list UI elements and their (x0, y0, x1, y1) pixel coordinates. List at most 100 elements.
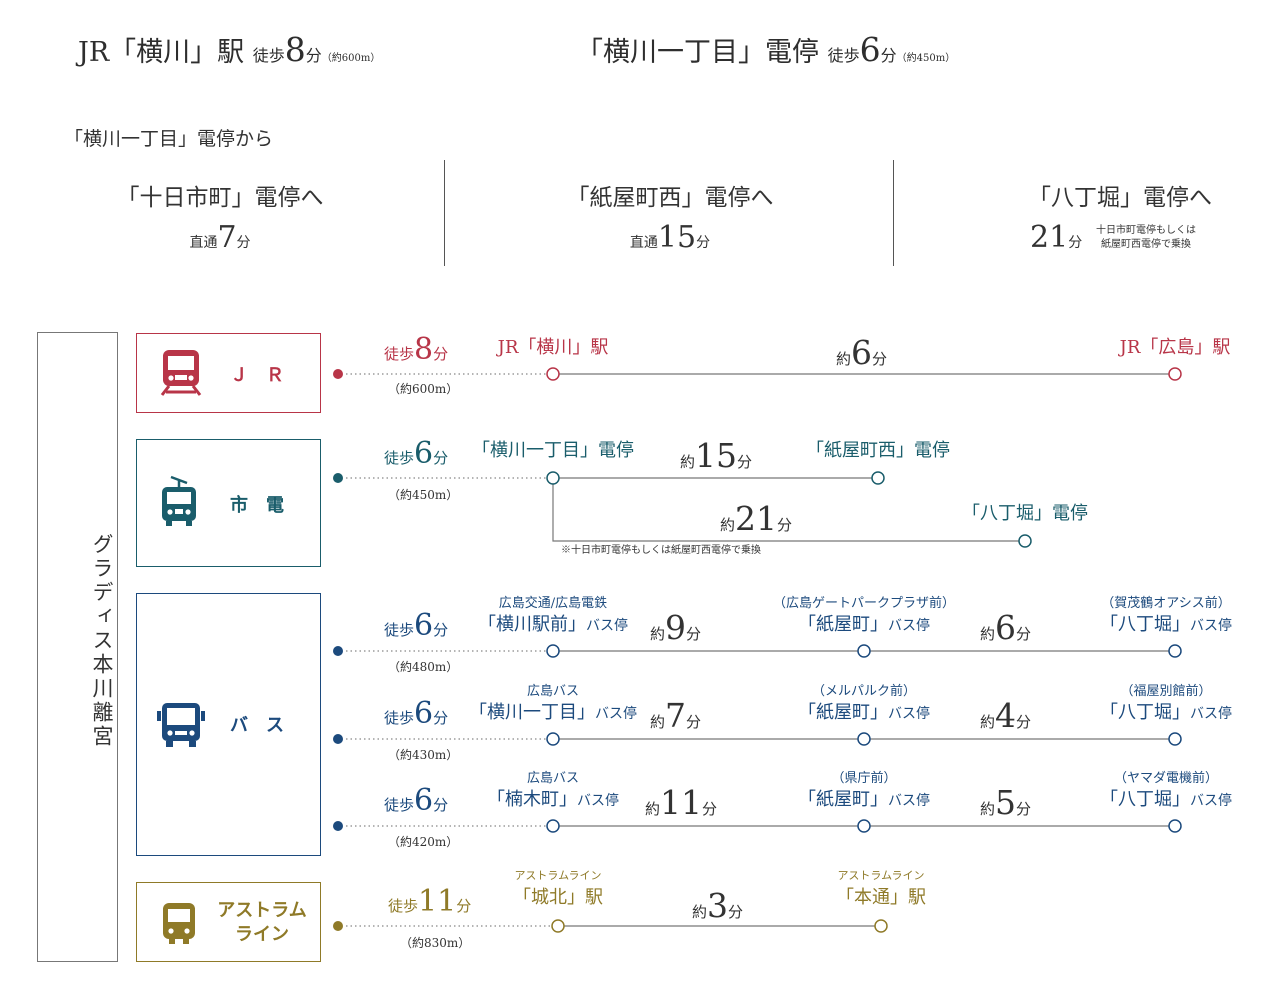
bus1-duration-1-unit: 分 (686, 625, 702, 643)
tram-duration-2-min: 21 (735, 499, 778, 538)
mode-astram-label-1: アストラム (217, 900, 307, 921)
jr-stop-2 (1168, 367, 1182, 381)
origin-label: グラディス本川離宮 (90, 533, 114, 749)
dest-3-note-1: 十日市町電停もしくは (1096, 225, 1196, 236)
bus2-duration-2: 約4分 (980, 696, 1031, 735)
bus1-stop-2-name: 「紙屋町」 (798, 614, 888, 635)
bus3-stop-1-name: 「楠木町」 (487, 789, 577, 810)
astram-operator-1: アストラムライン (514, 869, 602, 882)
tram-walk-unit: 分 (433, 449, 449, 467)
bus1-duration-2-prefix: 約 (980, 625, 996, 643)
bus3-operator-1: 広島バス (526, 771, 579, 786)
bus1-stop-2-suffix: バス停 (888, 618, 930, 634)
mode-bus-label: バ ス (230, 715, 284, 736)
bus3-duration-2: 約5分 (980, 783, 1031, 822)
bus2-operator-2: （メルパルク前） (811, 684, 916, 699)
bus3-duration-2-unit: 分 (1016, 800, 1032, 818)
tram-duration-2: 約21分 (720, 499, 792, 538)
astram-station-2: 「本通」駅 (836, 887, 926, 908)
astram-duration-prefix: 約 (692, 903, 708, 921)
bus2-walk-min: 6 (414, 696, 434, 731)
bus2-stop-2-name: 「紙屋町」 (798, 702, 888, 723)
bus3-stop-3: 「八丁堀」バス停 (1066, 785, 1266, 811)
dest-3-unit: 分 (1068, 235, 1083, 251)
jr-duration-min: 6 (851, 333, 873, 372)
tram-duration-2-prefix: 約 (720, 516, 736, 534)
jr-station-1: JR「横川」駅 (497, 337, 609, 358)
monorail-icon (163, 903, 195, 944)
bus3-duration-1: 約11分 (645, 783, 717, 822)
bus1-walk-label: 徒歩 (384, 621, 415, 639)
astram-duration-min: 3 (707, 886, 729, 925)
bus2-duration-1: 約7分 (650, 696, 701, 735)
bus2-duration-2-unit: 分 (1016, 713, 1032, 731)
header-jr-unit: 分 (305, 46, 322, 65)
astram-origin-dot (333, 921, 343, 931)
bus2-operator-1: 広島バス (526, 684, 579, 699)
jr-walk-unit: 分 (433, 345, 449, 363)
bus1-operator-1: 広島交通/広島電鉄 (498, 596, 608, 611)
astram-duration: 約3分 (692, 886, 743, 925)
bus3-walk-min: 6 (414, 783, 434, 818)
astram-walk: 徒歩11分 (388, 884, 471, 919)
bus2-duration-2-prefix: 約 (980, 713, 996, 731)
astram-dist: （約830m） (400, 936, 471, 950)
jr-station-2: JR「広島」駅 (1119, 337, 1231, 358)
tram-walk: 徒歩6分 (384, 436, 448, 471)
bus2-walk-unit: 分 (433, 709, 449, 727)
jr-walk-label: 徒歩 (384, 345, 415, 363)
jr-stop-1 (546, 367, 560, 381)
astram-stop-1 (551, 919, 565, 933)
mode-astram-label: アストラム ライン (212, 899, 312, 947)
bus3-operator-3: （ヤマダ電機前） (1113, 771, 1218, 786)
astram-walk-label: 徒歩 (388, 897, 419, 915)
dest-1-min: 7 (217, 220, 237, 255)
bus1-duration-1-min: 9 (665, 608, 687, 647)
bus3-duration-2-min: 5 (995, 783, 1017, 822)
train-icon (160, 350, 202, 396)
bus3-stop-3-name: 「八丁堀」 (1100, 789, 1190, 810)
bus1-walk-unit: 分 (433, 621, 449, 639)
header-tram-min: 6 (859, 30, 881, 69)
bus2-duration-1-min: 7 (665, 696, 687, 735)
mode-jr: Ｊ Ｒ (136, 333, 321, 413)
bus1-line (333, 644, 1182, 658)
tram-duration-1-prefix: 約 (680, 453, 696, 471)
dest-2-unit: 分 (696, 235, 711, 251)
mode-tram-label: 市 電 (230, 495, 284, 516)
bus2-duration-2-min: 4 (995, 696, 1017, 735)
bus1-walk-min: 6 (414, 608, 434, 643)
bus2-line (333, 732, 1182, 746)
bus1-duration-1: 約9分 (650, 608, 701, 647)
header-jr: JR「横川」駅 徒歩8分（約600m） (78, 30, 380, 69)
tram-station-3: 「八丁堀」電停 (962, 503, 1088, 524)
jr-duration: 約6分 (836, 333, 887, 372)
tram-dist: （約450m） (388, 488, 459, 502)
dest-2-prefix: 直通 (629, 235, 658, 251)
tram-icon (162, 475, 196, 526)
bus3-walk-label: 徒歩 (384, 796, 415, 814)
jr-walk: 徒歩8分 (384, 332, 448, 367)
dest-3-name: 「八丁堀」電停へ (1028, 185, 1212, 211)
dest-2-min: 15 (657, 220, 697, 255)
bus3-stop-1: 「楠木町」バス停 (453, 785, 653, 811)
tram-line-2 (552, 484, 1019, 542)
tram-walk-label: 徒歩 (384, 449, 415, 467)
tram-transfer-note: ※十日市町電停もしくは紙屋町西電停で乗換 (561, 545, 761, 556)
divider-2 (893, 160, 894, 266)
mode-astram-label-2: ライン (235, 924, 289, 945)
bus1-stop-2: 「紙屋町」バス停 (764, 610, 964, 636)
tram-duration-1-unit: 分 (737, 453, 753, 471)
bus2-stop-3: 「八丁堀」バス停 (1066, 698, 1266, 724)
bus2-operator-3: （福屋別館前） (1120, 684, 1212, 699)
bus1-duration-2-unit: 分 (1016, 625, 1032, 643)
bus1-duration-2: 約6分 (980, 608, 1031, 647)
tram-stop-1 (546, 471, 560, 485)
header-jr-dist: （約600m） (321, 53, 381, 64)
bus1-stop-1-suffix: バス停 (586, 618, 628, 634)
bus3-walk: 徒歩6分 (384, 783, 448, 818)
dest-1-time: 直通7分 (90, 220, 350, 255)
header-tram-name: 「横川一丁目」電停 (576, 37, 819, 68)
bus1-operator-3: （賀茂鶴オアシス前） (1101, 596, 1231, 611)
